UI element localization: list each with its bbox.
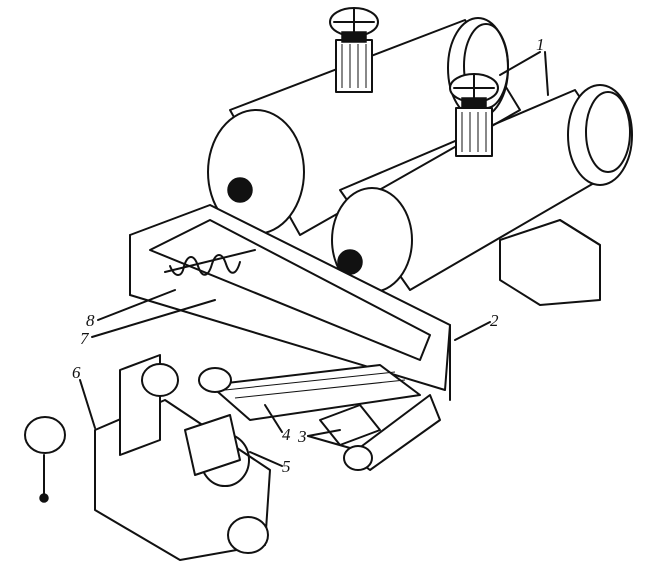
drum-support <box>499 219 601 306</box>
callout-4: 4 <box>282 425 291 444</box>
leader-lines <box>79 51 549 467</box>
callout-6: 6 <box>72 363 81 382</box>
callout-7: 7 <box>80 329 90 348</box>
auger <box>164 249 256 276</box>
callout-8: 8 <box>86 311 95 330</box>
front-hatch <box>449 73 499 157</box>
rollers <box>319 394 441 471</box>
callout-3: 3 <box>297 427 307 446</box>
callout-1: 1 <box>536 35 545 54</box>
callout-2: 2 <box>490 311 499 330</box>
inclined-conveyor <box>198 364 421 421</box>
rear-hatch <box>329 7 379 93</box>
callouts: 1 2 3 4 5 6 7 8 <box>72 35 545 476</box>
front-drum <box>331 84 633 293</box>
press-unit <box>24 354 271 561</box>
trough <box>129 204 451 401</box>
callout-5: 5 <box>282 457 291 476</box>
